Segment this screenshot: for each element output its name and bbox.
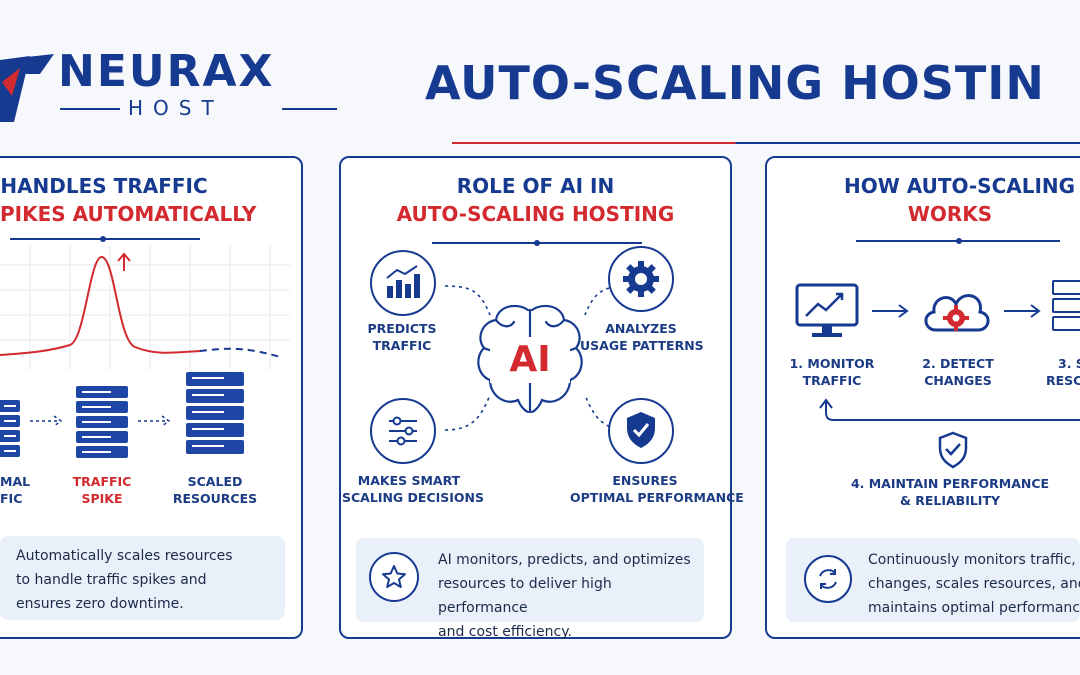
- step-detect-label-2: CHANGES: [924, 373, 992, 388]
- step-monitor-label-2: TRAFFIC: [802, 373, 862, 388]
- bar-chart-icon: [386, 265, 420, 298]
- loop-back-arrow-icon: [819, 398, 1080, 421]
- brand-name: NEURAX: [58, 46, 275, 97]
- server-icon: [1052, 280, 1080, 331]
- arrow-right-icon: [30, 415, 63, 427]
- stage-normal-label-1: MAL: [0, 474, 31, 489]
- server-spike-icon: [76, 386, 128, 458]
- star-icon: [382, 565, 406, 588]
- sliders-icon: [389, 416, 417, 446]
- cycle-icon-circle: [804, 555, 852, 603]
- card-2-summary-line-3: and cost efficiency.: [438, 624, 572, 640]
- shield-check-icon: [627, 412, 655, 448]
- title-rule: [452, 142, 1080, 144]
- stage-scaled-label-2: RESOURCES: [172, 491, 258, 506]
- step-scale-label-1: 3. S: [1058, 356, 1080, 371]
- card-3-summary-line-2: changes, scales resources, and: [868, 576, 1080, 592]
- smart-decisions-label-1: MAKES SMART: [357, 473, 461, 488]
- card-1-summary-line-3: ensures zero downtime.: [16, 596, 184, 612]
- page-title: AUTO-SCALING HOSTIN: [425, 56, 1045, 110]
- predicts-traffic-label-1: PREDICTS: [367, 321, 437, 336]
- predicts-traffic-icon-circle: [370, 250, 436, 316]
- cloud-gear-icon: [924, 294, 990, 332]
- card-3-summary-line-3: maintains optimal performance.: [868, 600, 1080, 616]
- gear-icon: [623, 261, 659, 297]
- ai-connector-lines: [444, 285, 631, 431]
- spike-arrow-icon: [117, 252, 131, 271]
- traffic-line-scaled: [199, 347, 281, 358]
- analyzes-usage-label-2: USAGE PATTERNS: [580, 338, 704, 353]
- predicts-traffic-label-2: TRAFFIC: [372, 338, 432, 353]
- optimal-performance-label-2: OPTIMAL PERFORMANCE: [570, 490, 744, 505]
- card-3-summary-line-1: Continuously monitors traffic, de: [868, 552, 1080, 568]
- card-2-divider-dot: [534, 240, 540, 246]
- card-3-divider-dot: [956, 238, 962, 244]
- stage-spike-label-2: SPIKE: [81, 491, 123, 506]
- card-1-summary: Automatically scales resources to handle…: [0, 536, 285, 620]
- traffic-line-normal: [0, 256, 201, 356]
- card-2-summary: AI monitors, predicts, and optimizes res…: [356, 538, 704, 640]
- server-scaled-icon: [186, 372, 244, 454]
- card-1-summary-line-1: Automatically scales resources: [16, 548, 233, 564]
- stage-spike-label-1: TRAFFIC: [72, 474, 132, 489]
- step-maintain-label-1: 4. MAINTAIN PERFORMANCE: [850, 476, 1050, 491]
- traffic-spike-chart: [0, 245, 290, 370]
- stage-scaled-label-1: SCALED: [187, 474, 243, 489]
- star-icon-circle: [369, 552, 419, 602]
- step-scale-label-2: RESC: [1046, 373, 1080, 388]
- brand-sub: HOST: [128, 96, 224, 120]
- step-detect-label-1: 2. DETECT: [922, 356, 994, 371]
- card-2-title-line1: ROLE OF AI IN: [456, 174, 615, 198]
- step-monitor-label-1: 1. MONITOR: [789, 356, 875, 371]
- cycle-icon: [819, 569, 837, 589]
- arrow-right-icon: [872, 304, 909, 318]
- shield-check-icon: [938, 431, 968, 469]
- card-3-title-line2: WORKS: [907, 202, 993, 226]
- brand-rule-left: [60, 108, 120, 110]
- card-1-divider-dot: [100, 236, 106, 242]
- card-1-title-line2: PIKES AUTOMATICALLY: [0, 202, 257, 226]
- monitor-chart-icon: [795, 283, 859, 337]
- smart-decisions-label-2: SCALING DECISIONS: [342, 490, 485, 505]
- arrow-right-icon: [1004, 304, 1041, 318]
- brand-rule-right: [282, 108, 337, 110]
- analyzes-usage-label-1: ANALYZES: [605, 321, 677, 336]
- card-1-summary-line-2: to handle traffic spikes and: [16, 572, 207, 588]
- card-1-title-line1: HANDLES TRAFFIC: [0, 174, 208, 198]
- ai-center-label: AI: [490, 337, 570, 383]
- card-3-title-line1: HOW AUTO-SCALING: [844, 174, 1076, 198]
- step-maintain-label-2: & RELIABILITY: [899, 493, 1001, 508]
- card-2-summary-line-2: resources to deliver high performance: [438, 576, 612, 616]
- stage-normal-label-2: FIC: [0, 491, 23, 506]
- card-2-title-line2: AUTO-SCALING HOSTING: [396, 202, 675, 226]
- optimal-performance-label-1: ENSURES: [612, 473, 678, 488]
- arrow-right-icon: [138, 415, 171, 427]
- server-normal-icon: [0, 400, 20, 457]
- brand-logo-icon: [0, 54, 54, 122]
- card-2-summary-line-1: AI monitors, predicts, and optimizes: [438, 552, 691, 568]
